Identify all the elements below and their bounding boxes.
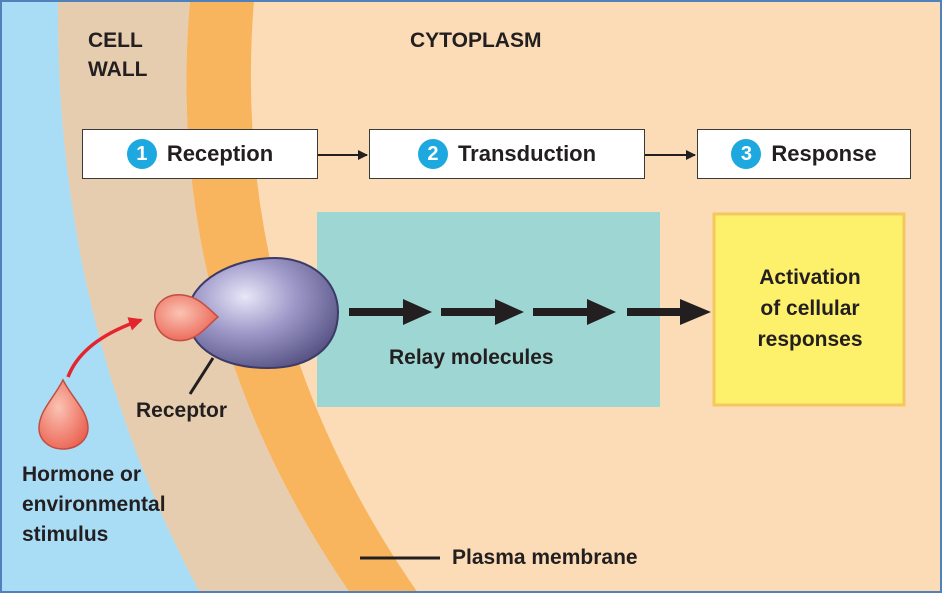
cytoplasm-label: CYTOPLASM xyxy=(410,29,542,52)
relay-arrow-3 xyxy=(533,299,616,325)
step-transduction-box: 2 Transduction xyxy=(369,129,645,179)
response-text-line-3: responses xyxy=(757,328,863,351)
step-number-1-icon: 1 xyxy=(126,139,157,169)
step-reception-box: 1 Reception xyxy=(82,129,318,179)
cell-wall-label-line-1: CELL xyxy=(88,29,143,52)
response-text-line-1: Activation xyxy=(759,266,861,289)
stimulus-label-line-1: Hormone or xyxy=(22,463,142,486)
receptor-protein-shape xyxy=(186,256,340,370)
relay-arrow-1 xyxy=(349,299,432,325)
step-response-label: Response xyxy=(771,141,877,166)
bound-hormone-shape xyxy=(154,294,220,342)
relay-arrow-4 xyxy=(627,299,711,325)
receptor-label: Receptor xyxy=(136,399,228,422)
cell-wall-label: CELL WALL xyxy=(88,26,147,84)
step-response-box: 3 Response xyxy=(697,129,911,179)
plasma-membrane-label: Plasma membrane xyxy=(452,546,638,569)
step-transduction-label: Transduction xyxy=(457,141,597,166)
receptor-pointer-line xyxy=(188,357,215,395)
step-number-3-icon: 3 xyxy=(731,139,762,169)
free-hormone-shape xyxy=(38,378,89,450)
response-text-line-2: of cellular xyxy=(760,297,860,320)
step-reception-label: Reception xyxy=(166,141,274,166)
relay-arrow-2 xyxy=(441,299,524,325)
stimulus-arrow xyxy=(66,317,143,378)
stimulus-label-line-3: stimulus xyxy=(22,523,109,546)
cell-wall-label-line-2: WALL xyxy=(88,58,148,81)
step-number-2-icon: 2 xyxy=(417,139,448,169)
stimulus-label: Hormone or environmental stimulus xyxy=(22,460,166,550)
response-box-text: Activation of cellular responses xyxy=(716,262,904,355)
response-box xyxy=(712,212,906,407)
relay-molecules-label: Relay molecules xyxy=(389,346,554,369)
stimulus-label-line-2: environmental xyxy=(22,493,166,516)
